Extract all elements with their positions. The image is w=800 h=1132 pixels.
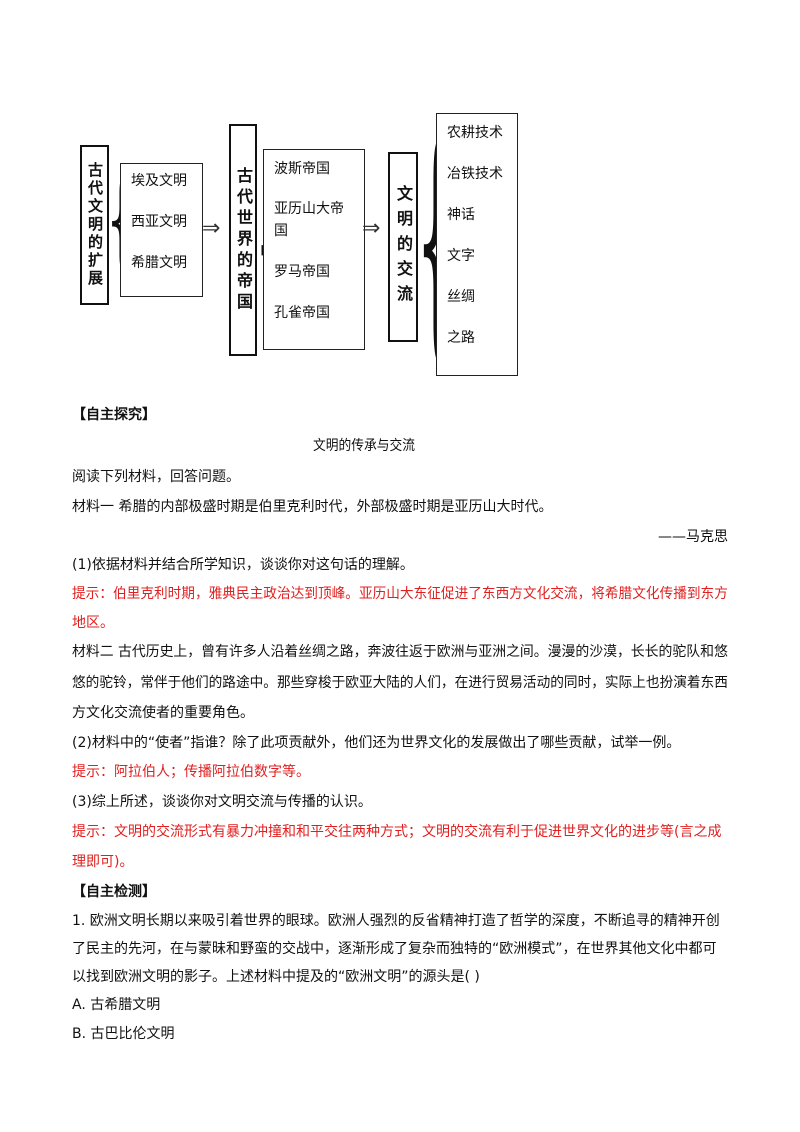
section-heading-check: 【自主检测】 xyxy=(72,884,156,900)
list-item: 农耕技术 xyxy=(447,125,503,141)
list-item: 西亚文明 xyxy=(131,214,187,230)
list-item: 丝绸 xyxy=(447,289,475,305)
diagram-title-ancient-world-empires: 古代世界的帝国 xyxy=(229,124,257,356)
question-3: (3)综上所述，谈谈你对文明交流与传播的认识。 xyxy=(72,794,372,810)
diagram-title-ancient-civilization-expansion: 古代文明的扩展 xyxy=(80,145,109,305)
list-item: 文字 xyxy=(447,248,475,264)
list-item: 神话 xyxy=(447,207,475,223)
double-arrow-icon: ⇒ xyxy=(202,216,221,241)
answer-2: 提示：阿拉伯人；传播阿拉伯数字等。 xyxy=(72,764,310,780)
list-item: 孔雀帝国 xyxy=(274,305,330,321)
question-4-cont: 以找到欧洲文明的影子。上述材料中提及的“欧洲文明”的源头是( ) xyxy=(72,969,480,985)
list-item: 波斯帝国 xyxy=(274,161,330,177)
list-box-exchange: 农耕技术 冶铁技术 神话 文字 丝绸 之路 xyxy=(436,113,518,376)
double-arrow-icon: ⇒ xyxy=(362,216,381,241)
answer-3: 提示：文明的交流形式有暴力冲撞和和平交往两种方式；文明的交流有利于促进世界文化的… xyxy=(72,824,722,840)
list-item: 之路 xyxy=(447,330,475,346)
section-heading-explore: 【自主探究】 xyxy=(72,407,156,423)
list-item: 希腊文明 xyxy=(131,255,187,271)
answer-3-cont: 理即可)。 xyxy=(72,854,134,870)
question-4-cont: 了民主的先河，在与蒙昧和野蛮的交战中，逐渐形成了复杂而独特的“欧洲模式”，在世界… xyxy=(72,941,717,957)
list-item: 罗马帝国 xyxy=(274,264,330,280)
material-1-source: ——马克思 xyxy=(658,529,728,545)
list-box-civilizations: 埃及文明 西亚文明 希腊文明 xyxy=(120,163,203,297)
answer-1-cont: 地区。 xyxy=(72,615,114,631)
list-item: 冶铁技术 xyxy=(447,166,503,182)
material-2-cont: 方文化交流使者的重要角色。 xyxy=(72,705,254,721)
list-item: 埃及文明 xyxy=(131,173,187,189)
material-2: 材料二 古代历史上，曾有许多人沿着丝绸之路，奔波往返于欧洲与亚洲之间。漫漫的沙漠… xyxy=(72,644,728,660)
question-1: (1)依据材料并结合所学知识，谈谈你对这句话的理解。 xyxy=(72,557,414,573)
option-b: B. 古巴比伦文明 xyxy=(72,1026,175,1042)
list-item: 国 xyxy=(274,223,288,239)
question-4: 1. 欧洲文明长期以来吸引着世界的眼球。欧洲人强烈的反省精神打造了哲学的深度，不… xyxy=(72,913,720,929)
list-item: 亚历山大帝 xyxy=(274,201,344,217)
diagram-title-civilization-exchange: 文明的交流 xyxy=(388,152,418,342)
center-title: 文明的传承与交流 xyxy=(313,438,415,454)
answer-1: 提示：伯里克利时期，雅典民主政治达到顶峰。亚历山大东征促进了东西方文化交流，将希… xyxy=(72,586,728,602)
list-box-empires: 波斯帝国 亚历山大帝 国 罗马帝国 孔雀帝国 xyxy=(263,149,365,350)
intro-text: 阅读下列材料，回答问题。 xyxy=(72,469,240,485)
material-1: 材料一 希腊的内部极盛时期是伯里克利时代，外部极盛时期是亚历山大时代。 xyxy=(72,499,553,515)
material-2-cont: 悠的驼铃，常伴于他们的路途中。那些穿梭于欧亚大陆的人们，在进行贸易活动的同时，实… xyxy=(72,675,728,691)
option-a: A. 古希腊文明 xyxy=(72,997,161,1013)
question-2: (2)材料中的“使者”指谁？除了此项贡献外，他们还为世界文化的发展做出了哪些贡献… xyxy=(72,735,681,751)
